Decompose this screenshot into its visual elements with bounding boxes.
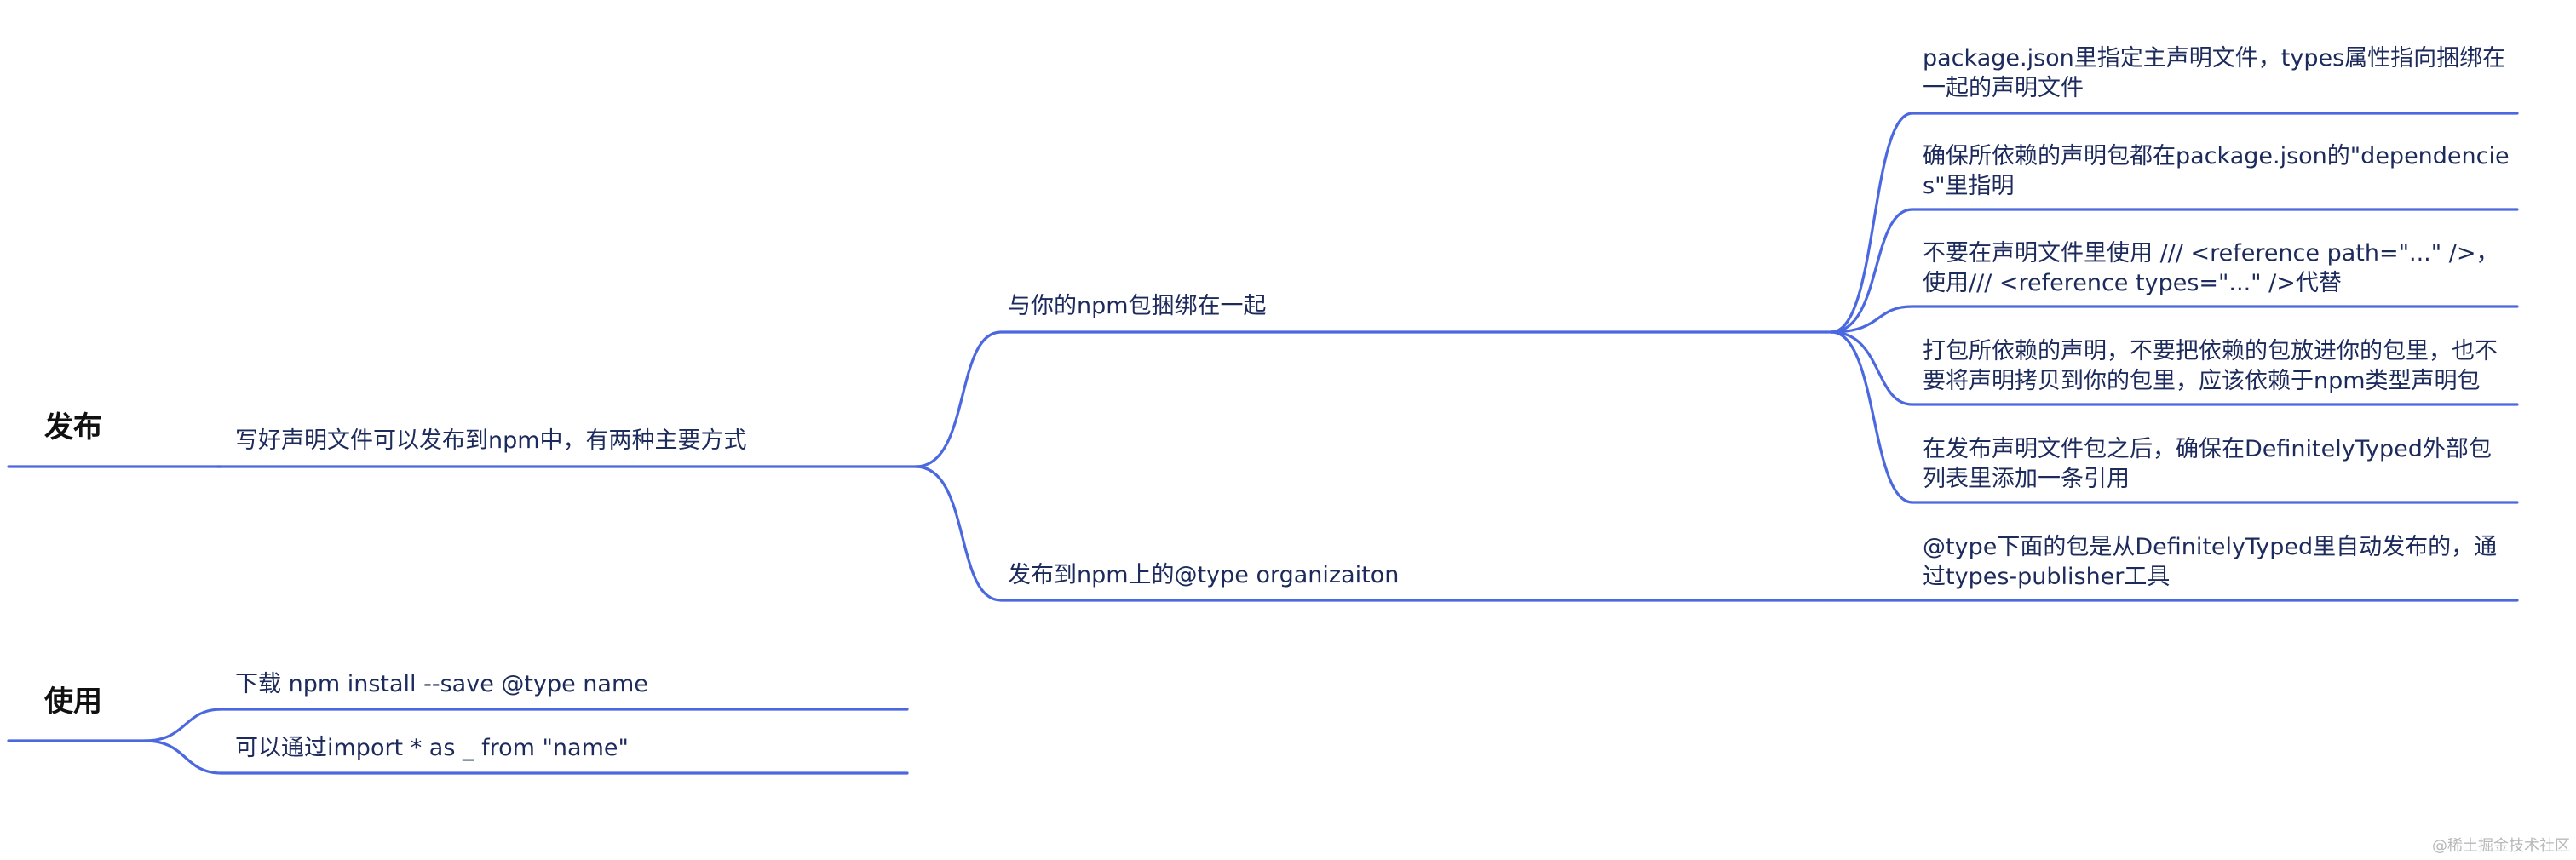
node-bundle-with-npm: 与你的npm包捆绑在一起	[1008, 293, 1267, 319]
leaf-definitelytyped-reference: 在发布声明文件包之后，确保在DefinitelyTyped外部包列表里添加一条引…	[1923, 436, 2492, 492]
node-publish-type-org: 发布到npm上的@type organizaiton	[1008, 562, 1400, 588]
connector-to-bundle	[914, 330, 1833, 468]
connector-leaf-4	[1830, 330, 2519, 406]
connector-use-install	[143, 708, 909, 742]
leaf-types-publisher: @type下面的包是从DefinitelyTyped里自动发布的，通过types…	[1923, 534, 2498, 590]
connector-leaf-2	[1830, 208, 2519, 334]
connector-leaf-3	[1830, 305, 2519, 334]
connector-leaf-5	[1830, 330, 2519, 504]
connector-use-import	[143, 739, 909, 775]
leaf-dependencies: 确保所依赖的声明包都在package.json的"dependencies"里指…	[1923, 143, 2510, 199]
node-npm-install: 下载 npm install --save @type name	[235, 671, 648, 697]
node-publish-methods: 写好声明文件可以发布到npm中，有两种主要方式	[235, 427, 747, 454]
root-node-publish: 发布	[44, 410, 102, 444]
root-node-use: 使用	[44, 685, 102, 719]
leaf-bundle-dependencies: 打包所依赖的声明，不要把依赖的包放进你的包里，也不要将声明拷贝到你的包里，应该依…	[1923, 338, 2498, 394]
leaf-package-json-types: package.json里指定主声明文件，types属性指向捆绑在一起的声明文件	[1923, 45, 2506, 101]
leaf-reference-types: 不要在声明文件里使用 /// <reference path="..." />，…	[1923, 240, 2499, 296]
node-import: 可以通过import * as _ from "name"	[235, 735, 629, 761]
connector-leaf-1	[1830, 112, 2519, 334]
watermark-text: @稀土掘金技术社区	[2432, 837, 2570, 855]
connector-to-type-org	[914, 465, 1833, 602]
